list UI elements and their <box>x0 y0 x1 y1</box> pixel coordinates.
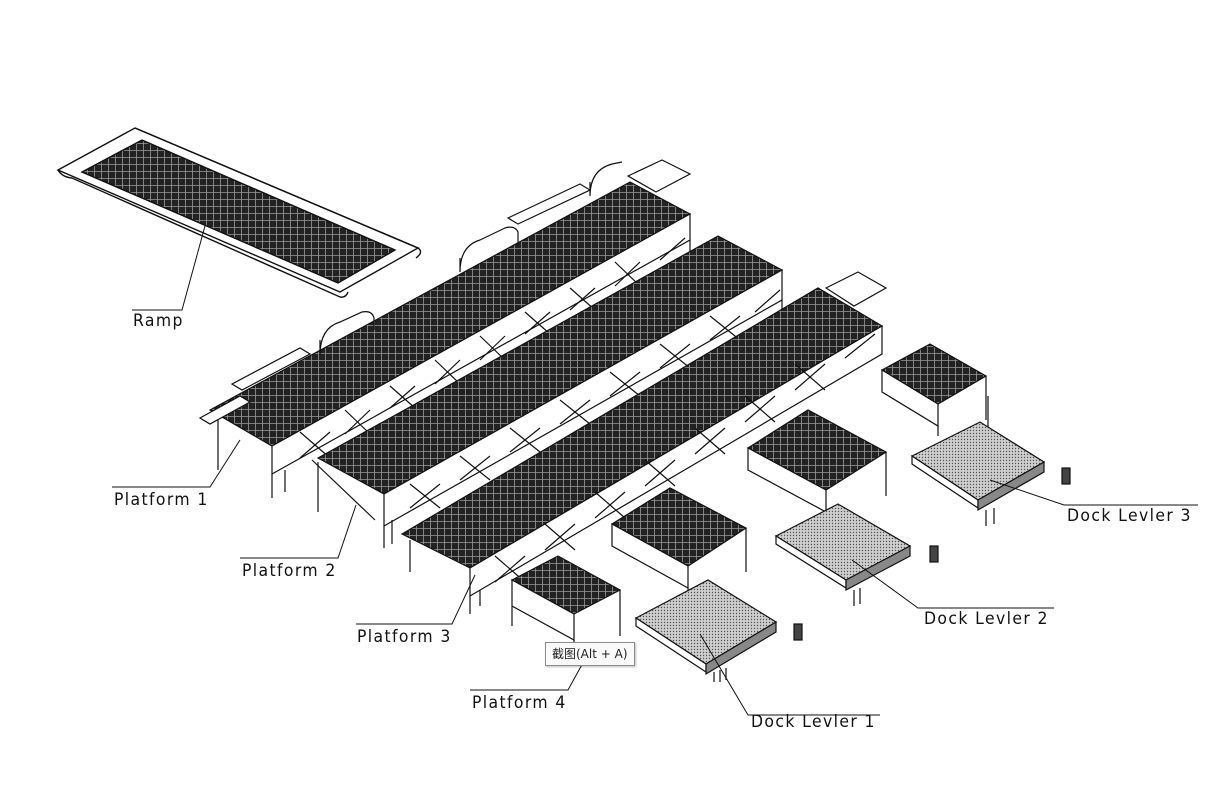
dock-leveler-2 <box>774 503 939 606</box>
leader-dock-leveler-3 <box>989 479 1198 506</box>
platform-4 <box>510 343 989 652</box>
label-dock-leveler-2: Dock Levler 2 <box>924 609 1049 629</box>
screenshot-tooltip: 截图(Alt + A) <box>545 642 635 666</box>
label-platform-4: Platform 4 <box>472 693 567 713</box>
leader-ramp <box>132 225 206 311</box>
leader-platform-2 <box>240 504 357 559</box>
platform-3 <box>400 271 888 614</box>
ramp <box>56 127 422 298</box>
platform-1 <box>198 159 692 498</box>
platform-2 <box>311 235 784 548</box>
dock-leveler-1 <box>634 579 803 682</box>
label-dock-leveler-3: Dock Levler 3 <box>1067 506 1192 526</box>
label-platform-3: Platform 3 <box>357 627 452 647</box>
leader-lines <box>112 225 1198 716</box>
label-ramp: Ramp <box>133 311 184 331</box>
leader-dock-leveler-2 <box>851 559 1054 609</box>
label-dock-leveler-1: Dock Levler 1 <box>751 712 876 732</box>
label-platform-1: Platform 1 <box>114 490 209 510</box>
leader-platform-3 <box>356 574 476 625</box>
dock-leveler-3 <box>910 421 1071 526</box>
leader-dock-leveler-1 <box>699 633 880 716</box>
leader-platform-1 <box>112 439 241 488</box>
label-platform-2: Platform 2 <box>242 561 337 581</box>
